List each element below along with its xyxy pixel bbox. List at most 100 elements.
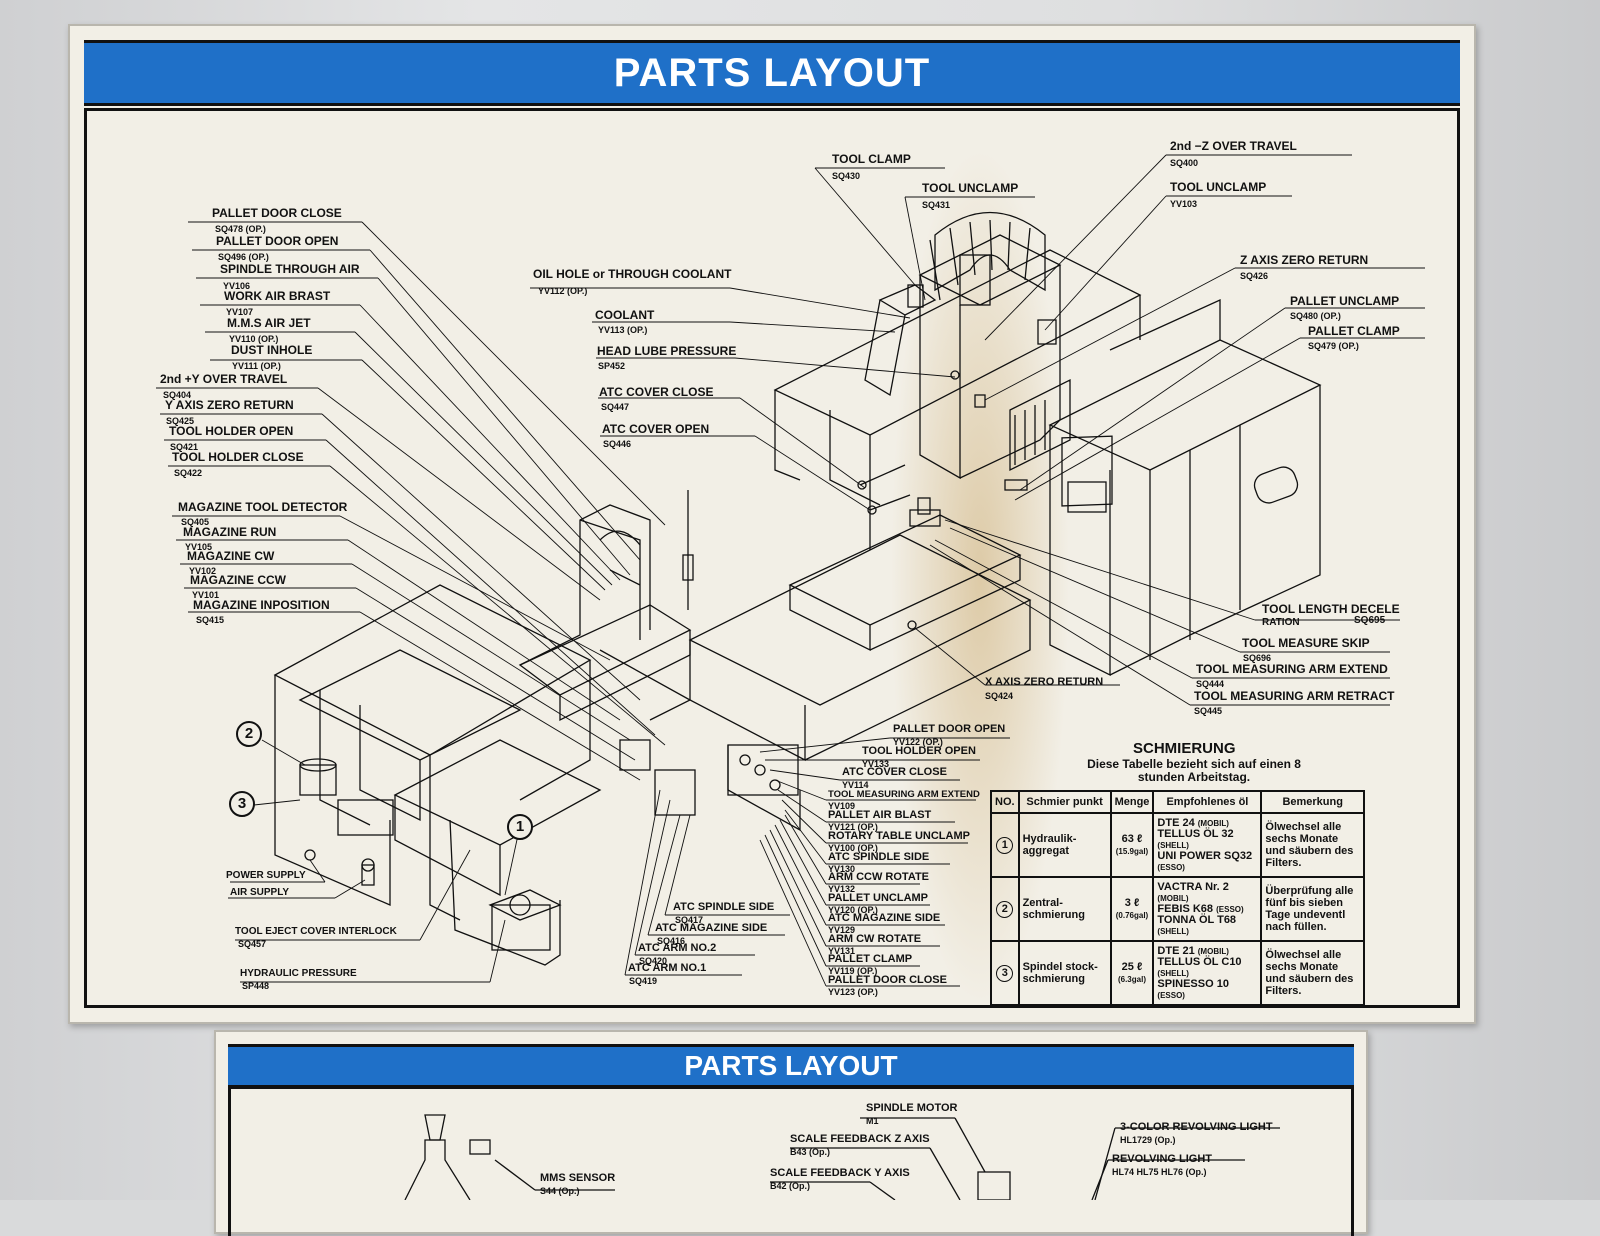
schmier-punkt-cell: Zentral-schmierung xyxy=(1017,876,1112,942)
label-pallet-air-blast: PALLET AIR BLAST xyxy=(828,809,932,821)
label-mms-sensor: MMS SENSOR xyxy=(540,1172,616,1184)
code-yv114: YV114 xyxy=(842,780,869,790)
label-head-lube-pressure: HEAD LUBE PRESSURE xyxy=(597,344,737,358)
label-tool-clamp: TOOL CLAMP xyxy=(832,152,911,166)
code-yv111: YV111 (OP.) xyxy=(232,361,281,371)
row-number: 3 xyxy=(996,964,1014,982)
code-sq419: SQ419 xyxy=(629,976,658,986)
code-yv101: YV101 xyxy=(192,590,220,600)
label-magazine-tool-detector: MAGAZINE TOOL DETECTOR xyxy=(178,500,348,514)
col-no: NO. xyxy=(990,790,1020,814)
menge-gal: (6.3gal) xyxy=(1117,975,1146,984)
oil-name: VACTRA Nr. 2 xyxy=(1157,880,1229,893)
col-menge: Menge xyxy=(1109,790,1155,814)
label-air-supply: AIR SUPPLY xyxy=(230,887,290,898)
code-yv120: YV120 (OP.) xyxy=(828,905,878,915)
label-2nd-z-over-travel: 2nd −Z OVER TRAVEL xyxy=(1170,139,1297,153)
label-tool-length-decele: TOOL LENGTH DECELE xyxy=(1262,602,1400,616)
bemerkung-cell: Ölwechsel alle sechs Monate und säubern … xyxy=(1260,812,1365,878)
oil-name: DTE 24 xyxy=(1157,816,1195,829)
code-yv107: YV107 xyxy=(226,307,254,317)
label-pallet-clamp-yv119: PALLET CLAMP xyxy=(828,953,913,965)
callout-1: 1 xyxy=(507,814,533,840)
label-z-axis-zero-return: Z AXIS ZERO RETURN xyxy=(1240,253,1369,267)
label-tool-measuring-arm-extend-yv109: TOOL MEASURING ARM EXTEND xyxy=(828,789,980,800)
code-sq415: SQ415 xyxy=(196,615,225,625)
col-bemerkung: Bemerkung xyxy=(1260,790,1365,814)
label-tool-holder-close: TOOL HOLDER CLOSE xyxy=(172,450,304,464)
label-arm-ccw-rotate: ARM CCW ROTATE xyxy=(828,871,930,883)
label-coolant: COOLANT xyxy=(595,308,655,322)
schmier-punkt-cell: Hydraulik-aggregat xyxy=(1017,812,1112,878)
label-oil-hole-through-coolant: OIL HOLE or THROUGH COOLANT xyxy=(533,267,732,281)
oil-brand: (ESSO) xyxy=(1157,862,1185,872)
menge-value: 3 ℓ xyxy=(1124,897,1140,909)
code-yv110: YV110 (OP.) xyxy=(229,334,279,344)
menge-gal: (0.76gal) xyxy=(1115,911,1149,920)
oil-brand: (SHELL) xyxy=(1157,840,1189,850)
label-arm-cw-rotate: ARM CW ROTATE xyxy=(828,933,922,945)
label-ration: RATION xyxy=(1262,617,1300,628)
schmier-punkt-cell: Spindel stock-schmierung xyxy=(1017,940,1112,1006)
oil-name: FEBIS K68 xyxy=(1157,902,1214,915)
label-tool-measuring-arm-extend-right: TOOL MEASURING ARM EXTEND xyxy=(1196,662,1388,676)
oil-name: DTE 21 xyxy=(1157,944,1195,957)
schmierung-note: Diese Tabelle bezieht sich auf einen 8 s… xyxy=(1087,757,1301,784)
code-yv112: YV112 (OP.) xyxy=(538,286,588,296)
oil-cell: DTE 24 (MOBIL) TELLUS ÖL 32 (SHELL) UNI … xyxy=(1152,812,1263,878)
oil-name: SPINESSO 10 xyxy=(1157,977,1229,990)
code-sq405: SQ405 xyxy=(181,517,210,527)
code-sq400: SQ400 xyxy=(1170,158,1199,168)
code-yv102: YV102 xyxy=(189,566,217,576)
label-work-air-brast: WORK AIR BRAST xyxy=(224,289,331,303)
col-empfohlenes-oel: Empfohlenes öl xyxy=(1152,790,1263,814)
code-sq426: SQ426 xyxy=(1240,271,1269,281)
oil-brand: (MOBIL) xyxy=(1197,818,1229,828)
label-pallet-door-close: PALLET DOOR CLOSE xyxy=(212,206,342,220)
code-yv109: YV109 xyxy=(828,801,856,811)
callout-3: 3 xyxy=(229,791,255,817)
label-tool-measuring-arm-retract: TOOL MEASURING ARM RETRACT xyxy=(1194,689,1395,703)
oil-brand: (ESSO) xyxy=(1216,904,1244,914)
code-yv106: YV106 xyxy=(223,281,251,291)
code-yv133: YV133 xyxy=(862,759,890,769)
code-sq445: SQ445 xyxy=(1194,706,1223,716)
label-atc-arm-no1: ATC ARM NO.1 xyxy=(628,962,707,974)
label-2nd-y-over-travel: 2nd +Y OVER TRAVEL xyxy=(160,372,288,386)
label-y-axis-zero-return: Y AXIS ZERO RETURN xyxy=(165,398,294,412)
bemerkung-cell: Ölwechsel alle sechs Monate und säubern … xyxy=(1260,940,1365,1006)
label-magazine-ccw: MAGAZINE CCW xyxy=(190,573,286,587)
code-hl1729: HL1729 (Op.) xyxy=(1120,1135,1176,1145)
label-hydraulic-pressure: HYDRAULIC PRESSURE xyxy=(240,968,357,979)
oil-name: TONNA ÖL T68 xyxy=(1157,913,1237,926)
label-magazine-cw: MAGAZINE CW xyxy=(187,549,275,563)
label-tool-holder-open-yv133: TOOL HOLDER OPEN xyxy=(862,745,976,757)
machine-drawing xyxy=(156,154,1425,1200)
code-sq447: SQ447 xyxy=(601,402,630,412)
code-sq457: SQ457 xyxy=(238,939,267,949)
code-sq444: SQ444 xyxy=(1196,679,1225,689)
label-pallet-door-open: PALLET DOOR OPEN xyxy=(216,234,339,248)
panel-title-lower: PARTS LAYOUT xyxy=(228,1044,1354,1088)
label-magazine-inposition: MAGAZINE INPOSITION xyxy=(193,598,330,612)
label-atc-magazine-side-yv129: ATC MAGAZINE SIDE xyxy=(828,912,941,924)
label-pallet-door-open-yv122: PALLET DOOR OPEN xyxy=(893,723,1006,735)
label-x-axis-zero-return: X AXIS ZERO RETURN xyxy=(985,676,1104,688)
code-yv129: YV129 xyxy=(828,925,856,935)
oil-cell: VACTRA Nr. 2 (MOBIL) FEBIS K68 (ESSO) TO… xyxy=(1152,876,1263,942)
menge-gal: (15.9gal) xyxy=(1115,847,1149,856)
row-number: 1 xyxy=(996,836,1014,854)
label-atc-spindle-side-sq417: ATC SPINDLE SIDE xyxy=(673,901,775,913)
label-scale-feedback-y: SCALE FEEDBACK Y AXIS xyxy=(770,1167,910,1179)
code-yv103: YV103 xyxy=(1170,199,1198,209)
code-b43: B43 (Op.) xyxy=(790,1147,831,1157)
label-pallet-door-close-yv123: PALLET DOOR CLOSE xyxy=(828,974,947,986)
code-yv113: YV113 (OP.) xyxy=(598,325,648,335)
code-yv105: YV105 xyxy=(185,542,213,552)
schmierung-title: SCHMIERUNG xyxy=(1133,740,1236,757)
callout-2: 2 xyxy=(236,721,262,747)
code-sq446: SQ446 xyxy=(603,439,632,449)
diagram-frame xyxy=(84,108,1460,1008)
label-dust-inhole: DUST INHOLE xyxy=(231,343,313,357)
label-atc-cover-close: ATC COVER CLOSE xyxy=(599,385,714,399)
